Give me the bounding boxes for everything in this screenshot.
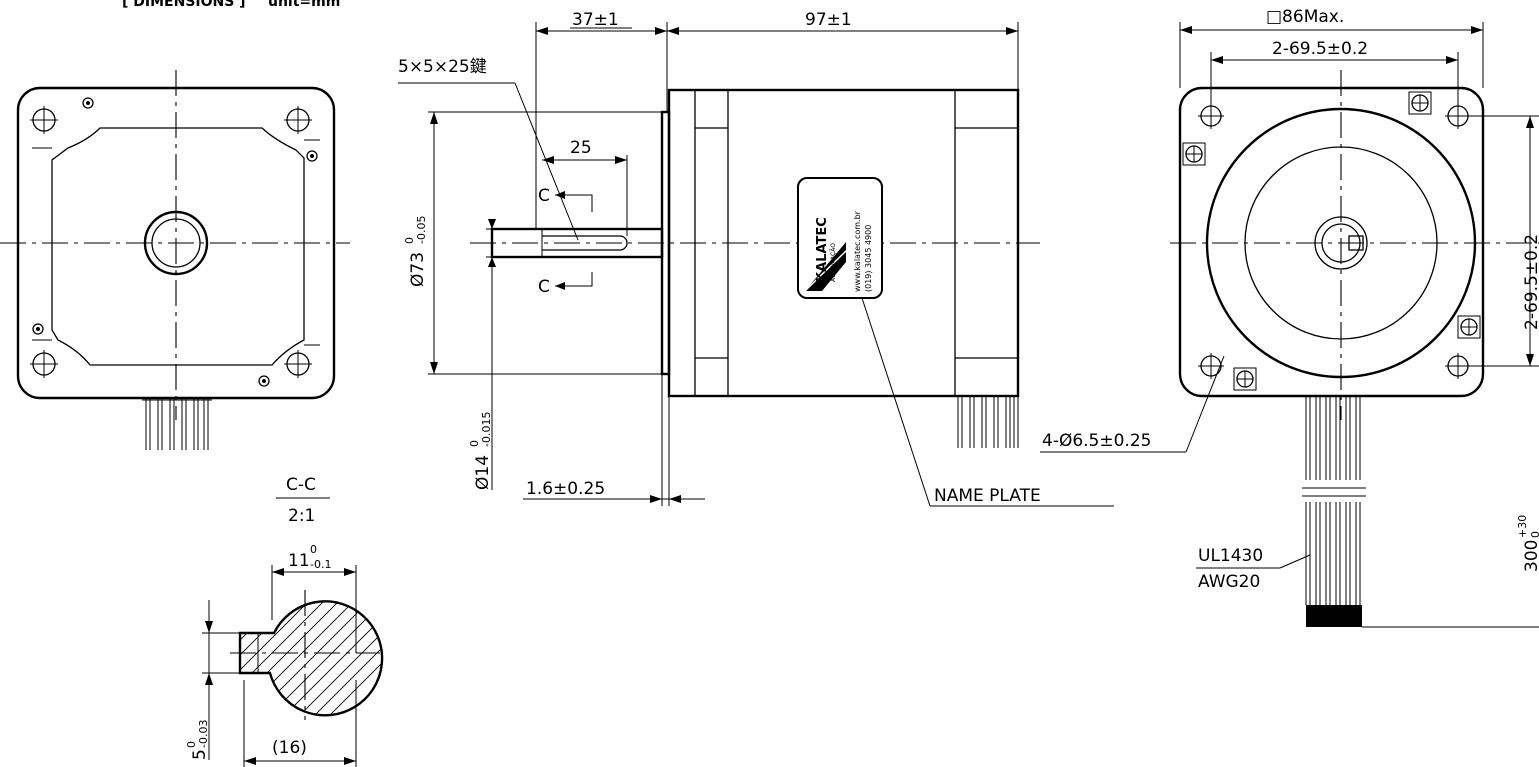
name-plate-label: KALATEC AUTOMAÇÃO www.kalatec.com.br (01… xyxy=(797,177,883,299)
dim-hole-spacing-v: 2-69.5±0.2 xyxy=(1522,234,1539,330)
dim-pilot-diameter: Ø73 0 -0.05 xyxy=(403,216,428,287)
shaft-dia-main: Ø14 xyxy=(473,455,493,490)
front-hole-tr xyxy=(1445,103,1471,129)
front-view: □86Max. 2-69.5±0.2 2-69.5±0.2 4-Ø6.5±0.2… xyxy=(1040,7,1539,628)
dim-shaft-diameter: Ø14 0 -0.015 xyxy=(468,412,493,490)
pilot-dia-sub: -0.05 xyxy=(415,216,428,244)
section-mark-top: C xyxy=(538,186,550,206)
flat-sup: 0 xyxy=(310,543,317,556)
rear-hole-tl xyxy=(30,106,58,134)
front-leads xyxy=(1302,396,1366,627)
section-mark-bottom: C xyxy=(538,277,550,297)
header-unit: unit=mm xyxy=(268,0,340,10)
section-title: C-C xyxy=(286,475,316,495)
header-title: [ DIMENSIONS ] xyxy=(122,0,246,10)
section-scale: 2:1 xyxy=(288,506,315,526)
front-screw-1 xyxy=(1408,91,1432,115)
rear-hole-tr xyxy=(284,106,312,134)
dim-flange-thickness: 1.6±0.25 xyxy=(526,479,605,499)
pilot-dia-sup: 0 xyxy=(403,237,416,244)
dim-shaft-length: 37±1 xyxy=(572,10,619,30)
front-hole-tl xyxy=(1198,103,1224,129)
front-hole-br xyxy=(1445,353,1471,379)
dim-dia-ref: (16) xyxy=(272,738,307,758)
dim-key-length: 25 xyxy=(570,138,592,158)
front-screw-2 xyxy=(1182,142,1206,166)
front-screw-3 xyxy=(1457,315,1481,339)
lead-len-sub: 0 xyxy=(1529,531,1539,538)
key-sup: 0 xyxy=(185,741,198,748)
section-cc: C-C 2:1 xyxy=(185,475,384,767)
label-web: www.kalatec.com.br xyxy=(853,210,862,292)
shaft-dia-sup: 0 xyxy=(468,440,481,447)
rear-view xyxy=(0,70,350,450)
label-sub: AUTOMAÇÃO xyxy=(830,243,837,282)
dim-key-width: 5 0 -0.03 xyxy=(185,720,210,760)
label-brand: KALATEC xyxy=(815,217,830,282)
flat-sub: -0.1 xyxy=(310,558,331,571)
key-main: 5 xyxy=(190,749,210,760)
dim-lead-length: 300 +30 0 xyxy=(1516,515,1539,572)
name-plate-text: NAME PLATE xyxy=(934,486,1041,506)
pilot-dia-main: Ø73 xyxy=(408,252,428,287)
wire-type: UL1430 xyxy=(1198,546,1263,566)
dim-holes: 4-Ø6.5±0.25 xyxy=(1042,431,1151,451)
label-phone: (019) 3045 4900 xyxy=(864,225,873,292)
flat-main: 11 xyxy=(288,551,310,571)
key-sub: -0.03 xyxy=(197,720,210,748)
dim-hole-spacing-h: 2-69.5±0.2 xyxy=(1272,39,1368,59)
dim-body-length: 97±1 xyxy=(805,10,852,30)
shaft-dia-sub: -0.015 xyxy=(480,412,493,447)
front-screw-4 xyxy=(1233,367,1257,391)
rear-leads xyxy=(142,398,212,450)
lead-len-sup: +30 xyxy=(1516,515,1529,538)
side-view: C C 37±1 97±1 5×5×25鍵 25 xyxy=(398,10,1114,507)
rear-hole-bl xyxy=(30,350,58,378)
key-note: 5×5×25鍵 xyxy=(398,57,487,77)
rear-hole-br xyxy=(284,350,312,378)
side-leads xyxy=(957,396,1019,448)
dim-frame-size: □86Max. xyxy=(1266,7,1344,27)
wire-gauge: AWG20 xyxy=(1198,572,1260,592)
lead-len-main: 300 xyxy=(1522,540,1539,572)
